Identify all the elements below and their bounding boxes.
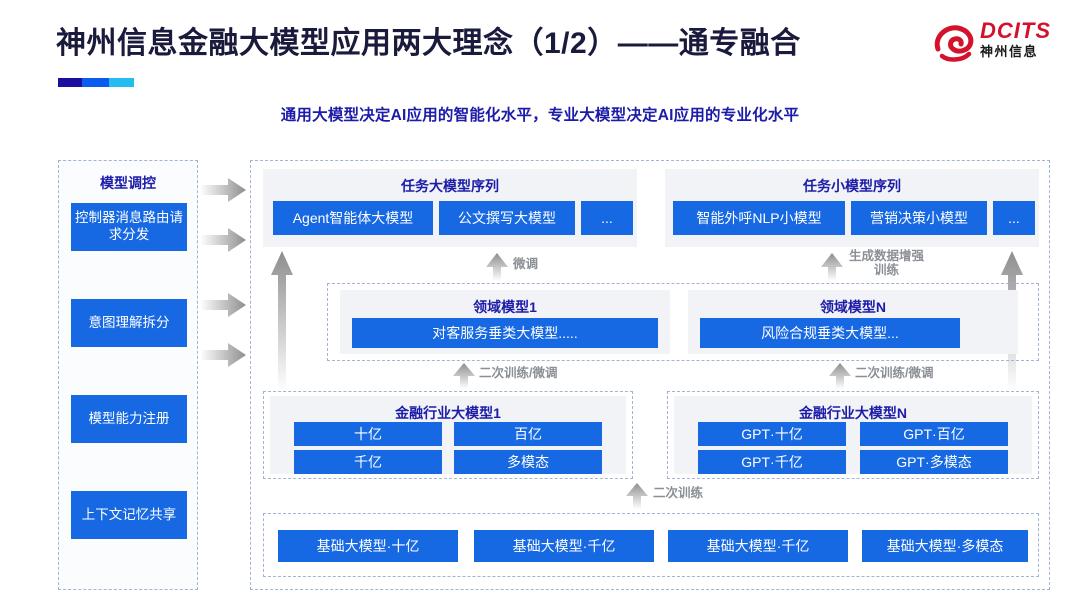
control-item-intent[interactable]: 意图理解拆分 — [71, 299, 187, 347]
flow-arrow-right-2 — [200, 228, 246, 252]
industry-model-1-box-3[interactable]: 千亿 — [294, 450, 442, 474]
task-small-model-box-2[interactable]: 营销决策小模型 — [851, 201, 987, 235]
task-small-model-title: 任务小模型序列 — [803, 178, 901, 194]
accent-segment-2 — [82, 78, 109, 87]
task-small-model-box-1[interactable]: 智能外呼NLP小模型 — [673, 201, 845, 235]
architecture-diagram: 任务大模型序列 Agent智能体大模型 公文撰写大模型 ... 任务小模型序列 … — [250, 160, 1050, 590]
control-item-context[interactable]: 上下文记忆共享 — [71, 491, 187, 539]
industry-model-n-box-3[interactable]: GPT·千亿 — [698, 450, 846, 474]
task-large-model-box-3[interactable]: ... — [581, 201, 633, 235]
arrow-label-retrain-left: 二次训练/微调 — [479, 366, 558, 380]
flow-arrow-up-data-augment — [821, 253, 843, 281]
industry-model-n-frame: 金融行业大模型N GPT·十亿 GPT·百亿 GPT·千亿 GPT·多模态 — [667, 391, 1039, 479]
dcits-swirl-icon — [934, 25, 974, 62]
foundation-model-box-2[interactable]: 基础大模型·千亿 — [474, 530, 654, 562]
logo-brand-cn: 神州信息 — [980, 44, 1039, 59]
industry-model-1-box-2[interactable]: 百亿 — [454, 422, 602, 446]
task-large-model-box-1[interactable]: Agent智能体大模型 — [273, 201, 433, 235]
arrow-label-finetune: 微调 — [513, 257, 539, 271]
domain-model-1-box[interactable]: 对客服务垂类大模型..... — [352, 318, 658, 348]
industry-model-1-frame: 金融行业大模型1 十亿 百亿 千亿 多模态 — [263, 391, 633, 479]
task-large-model-title: 任务大模型序列 — [401, 178, 499, 194]
control-panel: 模型调控 控制器消息路由请求分发 意图理解拆分 模型能力注册 上下文记忆共享 — [58, 160, 198, 590]
industry-model-n-box-1[interactable]: GPT·十亿 — [698, 422, 846, 446]
industry-model-1-box-4[interactable]: 多模态 — [454, 450, 602, 474]
flow-arrow-right-1 — [200, 178, 246, 202]
task-small-model-box-3[interactable]: ... — [993, 201, 1035, 235]
title-accent-bar — [58, 78, 134, 87]
industry-model-n-title: 金融行业大模型N — [798, 405, 908, 421]
domain-model-frame: 领域模型1 对客服务垂类大模型..... 领域模型N 风险合规垂类大模型... — [327, 283, 1039, 361]
flow-arrow-up-retrain-left — [453, 363, 475, 389]
arrow-label-data-augment: 生成数据增强 训练 — [849, 249, 925, 278]
page-subtitle: 通用大模型决定AI应用的智能化水平，专业大模型决定AI应用的专业化水平 — [280, 107, 800, 124]
foundation-model-box-3[interactable]: 基础大模型·千亿 — [668, 530, 848, 562]
control-item-registry[interactable]: 模型能力注册 — [71, 395, 187, 443]
foundation-model-frame: 基础大模型·十亿 基础大模型·千亿 基础大模型·千亿 基础大模型·多模态 — [263, 513, 1039, 577]
foundation-model-box-4[interactable]: 基础大模型·多模态 — [862, 530, 1028, 562]
domain-model-n-box[interactable]: 风险合规垂类大模型... — [700, 318, 960, 348]
accent-segment-1 — [58, 78, 82, 87]
flow-arrow-up-tall-left — [271, 251, 293, 391]
industry-model-n-box-4[interactable]: GPT·多模态 — [860, 450, 1008, 474]
domain-model-1-group: 领域模型1 对客服务垂类大模型..... — [340, 290, 670, 354]
flow-arrow-up-retrain-center — [626, 483, 648, 509]
task-small-model-group: 任务小模型序列 智能外呼NLP小模型 营销决策小模型 ... — [665, 169, 1039, 247]
domain-model-1-title: 领域模型1 — [473, 299, 537, 315]
domain-model-n-group: 领域模型N 风险合规垂类大模型... — [688, 290, 1018, 354]
flow-arrow-up-finetune — [486, 253, 508, 281]
industry-model-1-title: 金融行业大模型1 — [395, 405, 501, 421]
industry-model-n-box-2[interactable]: GPT·百亿 — [860, 422, 1008, 446]
foundation-model-box-1[interactable]: 基础大模型·十亿 — [278, 530, 458, 562]
arrow-label-retrain-center: 二次训练 — [653, 486, 704, 500]
control-panel-title: 模型调控 — [100, 175, 156, 191]
task-large-model-group: 任务大模型序列 Agent智能体大模型 公文撰写大模型 ... — [263, 169, 637, 247]
task-large-model-box-2[interactable]: 公文撰写大模型 — [439, 201, 575, 235]
domain-model-n-title: 领域模型N — [819, 299, 887, 315]
company-logo: DCITS 神州信息 — [932, 18, 1064, 70]
arrow-label-retrain-right: 二次训练/微调 — [855, 366, 934, 380]
industry-model-1-box-1[interactable]: 十亿 — [294, 422, 442, 446]
logo-text-block: DCITS 神州信息 — [980, 18, 1051, 59]
flow-arrow-up-retrain-right — [829, 363, 851, 389]
page-title: 神州信息金融大模型应用两大理念（1/2）——通专融合 — [56, 27, 801, 60]
control-item-router[interactable]: 控制器消息路由请求分发 — [71, 203, 187, 251]
flow-arrow-right-3 — [200, 293, 246, 317]
accent-segment-3 — [109, 78, 134, 87]
industry-model-1-group: 金融行业大模型1 十亿 百亿 千亿 多模态 — [270, 396, 626, 474]
flow-arrow-right-4 — [200, 343, 246, 367]
logo-brand: DCITS — [980, 18, 1051, 43]
industry-model-n-group: 金融行业大模型N GPT·十亿 GPT·百亿 GPT·千亿 GPT·多模态 — [674, 396, 1032, 474]
